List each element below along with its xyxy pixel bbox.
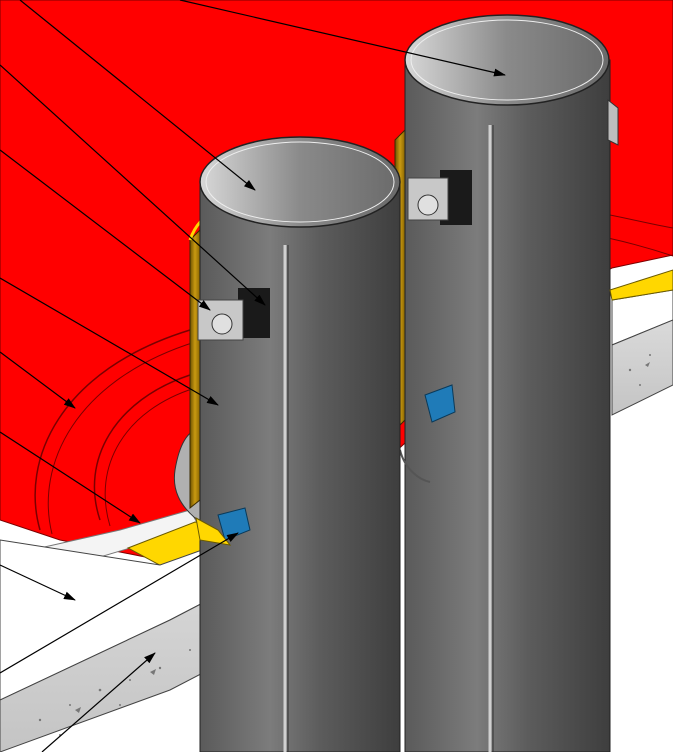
leader-line <box>0 149 211 311</box>
front-pipe-yellow-foot <box>195 517 232 546</box>
membrane-fold-line <box>93 374 191 521</box>
right-membrane-edge <box>609 269 673 301</box>
front-pipe-body <box>199 179 401 752</box>
leader-line <box>19 0 256 191</box>
back-pipe-top-inner <box>410 19 604 101</box>
front-pipe-bolt <box>211 313 233 335</box>
leader-lines <box>0 0 506 752</box>
membrane-fold-line <box>607 237 673 257</box>
membrane-fold-line <box>34 329 191 531</box>
front-pipe-sealant <box>217 507 251 541</box>
back-pipe <box>394 14 619 752</box>
back-pipe-top <box>404 14 610 106</box>
membrane-fold-line <box>609 214 673 229</box>
front-pipe <box>173 136 401 752</box>
front-pipe-top <box>199 136 401 228</box>
back-pipe-tab <box>607 98 619 146</box>
back-slab-side <box>611 319 673 416</box>
membrane-fold-line <box>104 387 196 527</box>
leader-line <box>41 652 156 752</box>
leader-line <box>179 0 506 77</box>
back-pipe-sealant <box>424 384 456 423</box>
leader-line <box>0 564 76 601</box>
leader-line <box>0 532 239 674</box>
back-pipe-bolt <box>417 194 439 216</box>
leader-line <box>0 431 141 524</box>
front-pipe-top-inner <box>205 141 395 223</box>
back-pipe-flange <box>399 449 431 483</box>
leader-line <box>0 64 266 306</box>
front-pipe-sleeve <box>189 228 201 510</box>
membrane-fold-line <box>47 341 196 535</box>
leader-line <box>0 351 76 409</box>
leader-line <box>0 277 219 406</box>
